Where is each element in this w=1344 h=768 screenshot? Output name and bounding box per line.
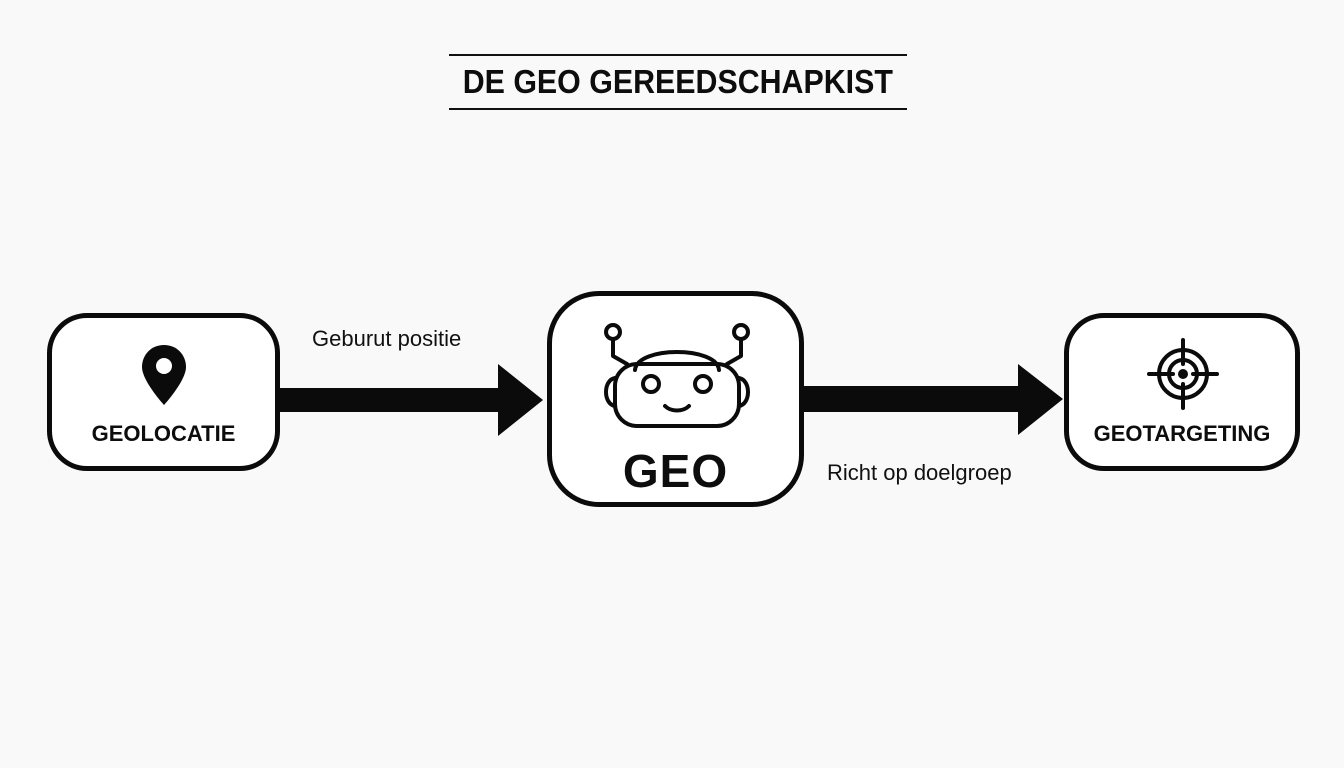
map-pin-icon [142, 345, 186, 405]
target-crosshair-icon [1147, 338, 1219, 410]
node-label-geo: GEO [622, 445, 729, 497]
diagram-title: DE GEO GEREEDSCHAPKIST [462, 63, 894, 100]
node-geolocatie: GEOLOCATIE [47, 313, 280, 471]
node-label-geolocatie: GEOLOCATIE [91, 421, 236, 446]
arrow-geo-to-geotargeting [804, 364, 1063, 435]
node-label-geotargeting: GEOTARGETING [1093, 421, 1271, 446]
edge-label-richt-op-doelgroep: Richt op doelgroep [827, 460, 1012, 485]
edge-label-geburut-positie: Geburut positie [312, 326, 462, 351]
arrow-geolocatie-to-geo [280, 364, 543, 436]
node-geo: GEO [547, 291, 804, 507]
node-geotargeting: GEOTARGETING [1064, 313, 1300, 471]
robot-icon [604, 323, 750, 428]
title-banner: DE GEO GEREEDSCHAPKIST [449, 54, 907, 110]
